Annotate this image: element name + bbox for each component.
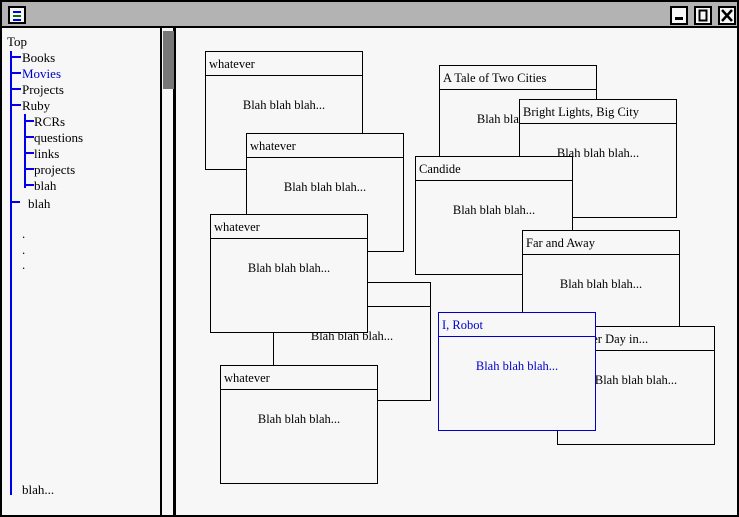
tree-branch xyxy=(10,72,21,74)
tree-branch xyxy=(10,104,21,106)
sidebar-item-questions[interactable]: questions xyxy=(34,130,84,145)
minimize-icon xyxy=(675,17,683,20)
close-button[interactable] xyxy=(718,6,736,25)
card-title: Bright Lights, Big City xyxy=(520,100,676,124)
tree-branch xyxy=(10,201,20,203)
sidebar-scrollbar[interactable] xyxy=(162,28,176,517)
card-body: Blah blah blah... xyxy=(283,180,367,194)
card-title: whatever xyxy=(206,52,362,76)
card-title: whatever xyxy=(247,134,403,158)
sidebar-item-ruby-blah[interactable]: blah xyxy=(34,178,57,193)
sidebar-item-projects[interactable]: Projects xyxy=(22,82,64,97)
card-body: Blah blah blah... xyxy=(475,359,559,373)
scrollbar-thumb[interactable] xyxy=(163,31,174,89)
tree-branch xyxy=(24,136,34,138)
title-bar xyxy=(0,0,739,28)
tree-connector xyxy=(24,114,26,188)
sidebar-item-ruby[interactable]: Ruby xyxy=(22,98,51,113)
sidebar-item-ruby-projects[interactable]: projects xyxy=(34,162,76,177)
card-body: Blah blah blah... xyxy=(556,146,640,160)
card-title: Candide xyxy=(416,157,572,181)
card-body: Blah blah blah... xyxy=(594,373,678,387)
ellipsis-dot: . xyxy=(22,257,26,272)
maximize-icon xyxy=(698,9,708,22)
card-title: whatever xyxy=(221,366,377,390)
tree-branch xyxy=(24,120,34,122)
minimize-button[interactable] xyxy=(670,6,688,25)
sidebar-tree: Top Books Movies Projects Ruby RCRs ques… xyxy=(0,28,162,517)
tree-branch xyxy=(10,56,21,58)
sidebar-item-links[interactable]: links xyxy=(34,146,60,161)
close-icon xyxy=(721,9,733,22)
card-body: Blah blah blah... xyxy=(559,277,643,291)
sidebar-item-books[interactable]: Books xyxy=(22,50,56,65)
card-title: I, Robot xyxy=(439,313,595,337)
card-title: A Tale of Two Cities xyxy=(440,66,596,90)
tree-branch xyxy=(24,152,34,154)
sidebar-item-blah[interactable]: blah xyxy=(28,196,51,211)
ellipsis-dot: . xyxy=(22,226,26,241)
ellipsis-dot: . xyxy=(22,242,26,257)
card-body: Blah blah blah... xyxy=(452,203,536,217)
card-title: Far and Away xyxy=(523,231,679,255)
card-body: Blah blah blah... xyxy=(257,412,341,426)
card-canvas: whatever Blah blah blah... whatever Blah… xyxy=(176,28,739,517)
tree-branch xyxy=(24,184,34,186)
sidebar-footer-text: blah... xyxy=(22,482,55,497)
card-title: whatever xyxy=(211,215,367,239)
card[interactable]: whatever Blah blah blah... xyxy=(220,365,378,484)
tree-root[interactable]: Top xyxy=(7,34,28,49)
card-body: Blah blah blah... xyxy=(247,261,331,275)
tree-connector xyxy=(10,51,12,495)
window-menu-button[interactable] xyxy=(8,6,26,24)
tree-branch xyxy=(10,88,21,90)
tree-branch xyxy=(24,168,34,170)
card[interactable]: whatever Blah blah blah... xyxy=(210,214,368,333)
card-body: Blah blah blah... xyxy=(242,98,326,112)
card-selected[interactable]: I, Robot Blah blah blah... xyxy=(438,312,596,431)
sidebar-item-rcrs[interactable]: RCRs xyxy=(34,114,66,129)
maximize-button[interactable] xyxy=(694,6,712,25)
sidebar-item-movies[interactable]: Movies xyxy=(22,66,61,81)
